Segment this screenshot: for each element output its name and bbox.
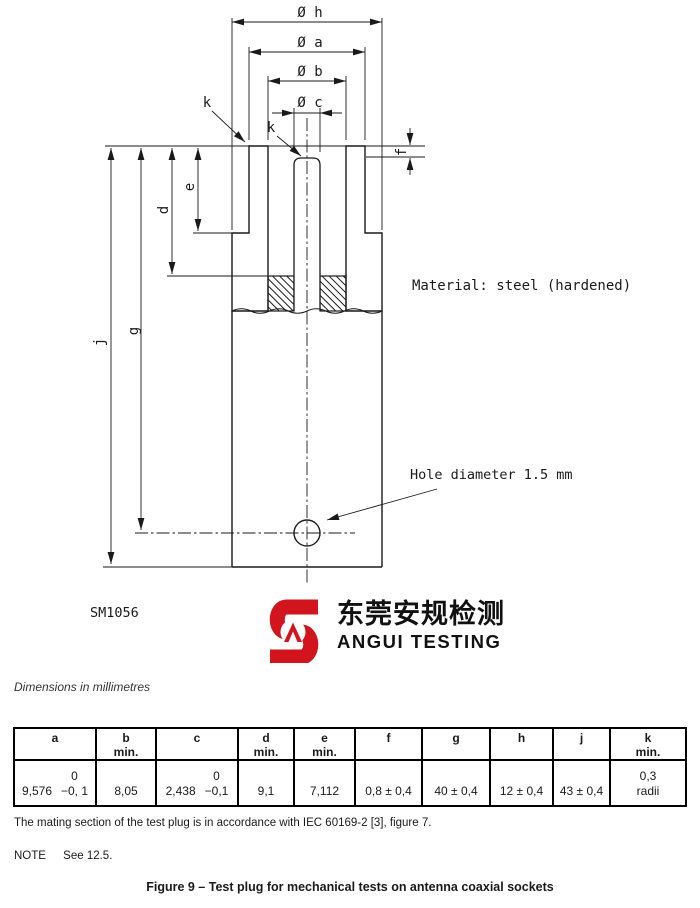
mating-section-note: The mating section of the test plug is i… xyxy=(14,817,432,829)
lower-body-outline xyxy=(231,311,383,568)
label-j: j xyxy=(92,338,108,346)
label-dia-a: Ø a xyxy=(297,35,322,51)
col-header-c: c xyxy=(157,729,239,761)
extension-lines xyxy=(103,18,425,568)
value-g: 40 ± 0,4 xyxy=(423,761,491,805)
material-note: Material: steel (hardened) xyxy=(412,278,631,294)
insulator-right-hatched xyxy=(319,275,347,312)
test-plug-technical-drawing: Ø h Ø a Ø b Ø c k k f e d g j Material: … xyxy=(90,5,631,621)
col-header-h: h xyxy=(491,729,554,761)
label-f: f xyxy=(394,148,410,156)
dimensions-unit-note: Dimensions in millimetres xyxy=(14,680,151,694)
logo-s-mark-icon xyxy=(269,599,319,663)
logo-chinese-name: 东莞安规检测 xyxy=(337,599,505,629)
value-f: 0,8 ± 0,4 xyxy=(356,761,423,805)
logo-triangle-icon xyxy=(284,622,302,642)
figure-caption: Figure 9 – Test plug for mechanical test… xyxy=(146,880,554,894)
angui-testing-logo: 东莞安规检测 ANGUI TESTING xyxy=(263,597,505,663)
col-header-f: f xyxy=(356,729,423,761)
dimension-labels: Ø h Ø a Ø b Ø c k k f e d g j Material: … xyxy=(90,5,631,621)
value-d: 9,1 xyxy=(239,761,295,805)
note-label: NOTE xyxy=(14,850,46,862)
note-text: See 12.5. xyxy=(63,850,113,862)
outer-wall-left-hatched xyxy=(231,145,269,312)
label-g: g xyxy=(126,327,142,335)
logo-latin-name: ANGUI TESTING xyxy=(337,631,502,652)
label-k2: k xyxy=(267,120,276,136)
leader-k1 xyxy=(211,110,246,143)
leader-k2 xyxy=(276,135,302,157)
center-lines xyxy=(135,118,355,583)
value-j: 43 ± 0,4 xyxy=(554,761,611,805)
label-dia-c: Ø c xyxy=(297,95,322,111)
label-k1: k xyxy=(203,95,212,111)
col-header-a: a xyxy=(15,729,97,761)
label-e: e xyxy=(182,183,198,191)
label-dia-h: Ø h xyxy=(297,5,322,21)
value-e: 7,112 xyxy=(295,761,356,805)
part-code: SM1056 xyxy=(90,605,139,621)
see-note: NOTE See 12.5. xyxy=(14,850,112,862)
insulator-left-hatched xyxy=(267,275,295,312)
label-d: d xyxy=(156,206,172,214)
hole-diameter-note: Hole diameter 1.5 mm xyxy=(410,467,573,483)
value-b: 8,05 xyxy=(97,761,157,805)
value-h: 12 ± 0,4 xyxy=(491,761,554,805)
col-header-j: j xyxy=(554,729,611,761)
dimension-lines xyxy=(107,18,438,564)
section-break-line xyxy=(231,308,383,314)
leader-hole xyxy=(326,488,438,521)
label-dia-b: Ø b xyxy=(297,64,322,80)
value-a: 9,576 0−0, 1 xyxy=(15,761,97,805)
outer-wall-right-hatched xyxy=(345,145,383,312)
value-c: 2,438 0−0,1 xyxy=(157,761,239,805)
col-header-g: g xyxy=(423,729,491,761)
